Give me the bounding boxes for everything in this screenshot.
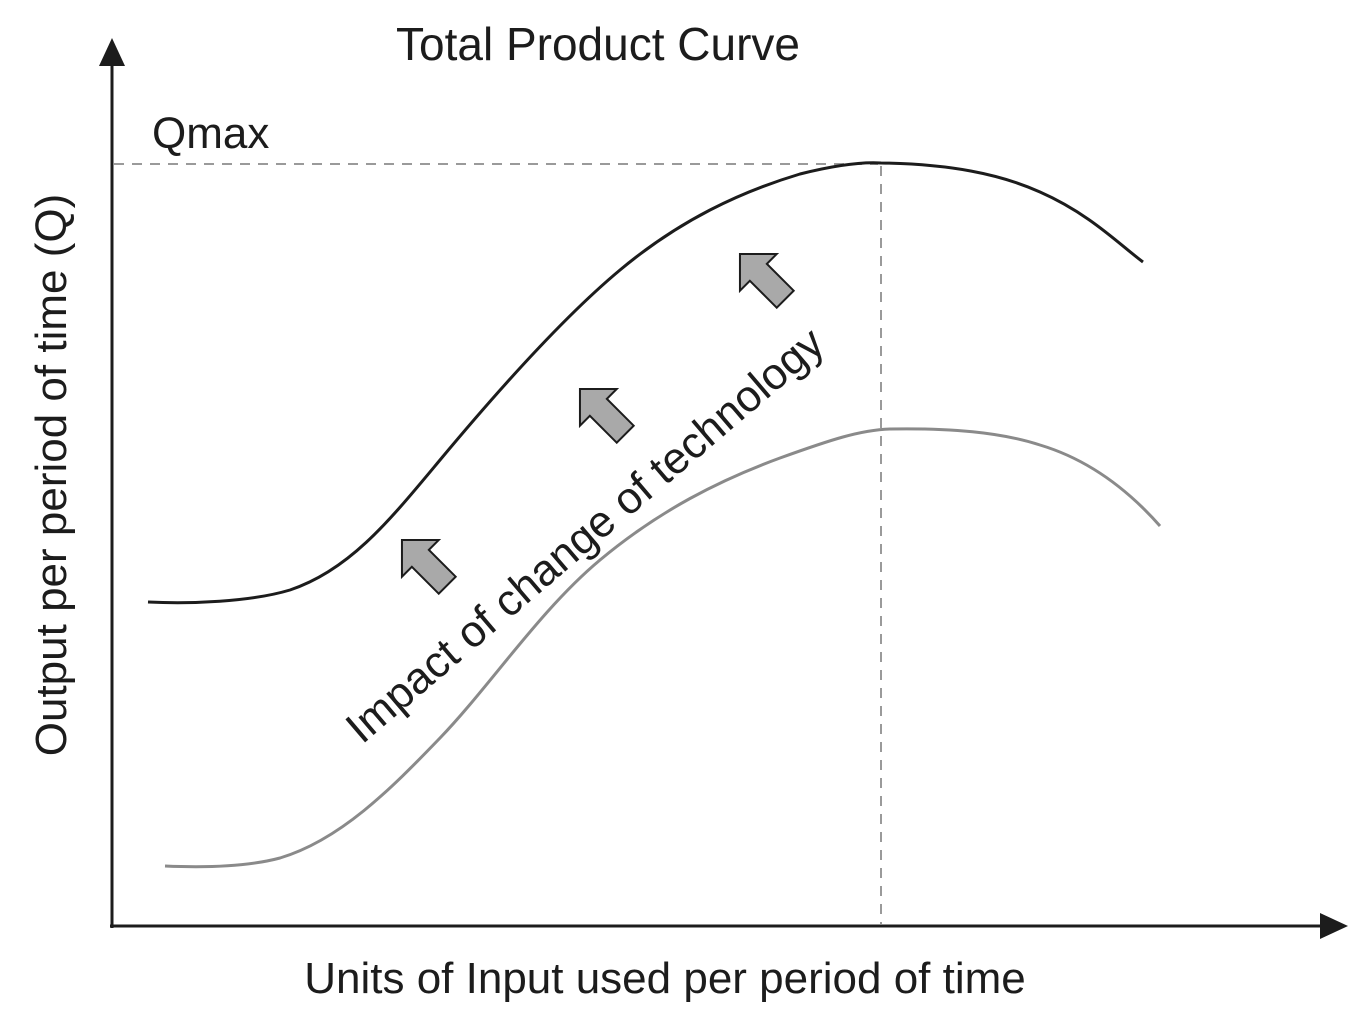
x-axis-arrowhead [1320,913,1348,939]
y-axis-arrowhead [99,38,125,66]
technology-impact-annotation: Impact of change of technology [337,318,834,752]
shift-arrow-3 [738,252,796,310]
diagram-title: Total Product Curve [396,18,800,70]
x-axis-label: Units of Input used per period of time [304,954,1026,1003]
new-total-product-curve [147,161,1144,605]
qmax-label: Qmax [152,109,269,158]
shift-arrow-2 [578,387,636,445]
original-total-product-curve [164,427,1162,869]
shift-arrow-1 [400,538,458,596]
y-axis-label: Output per period of time (Q) [27,194,76,756]
